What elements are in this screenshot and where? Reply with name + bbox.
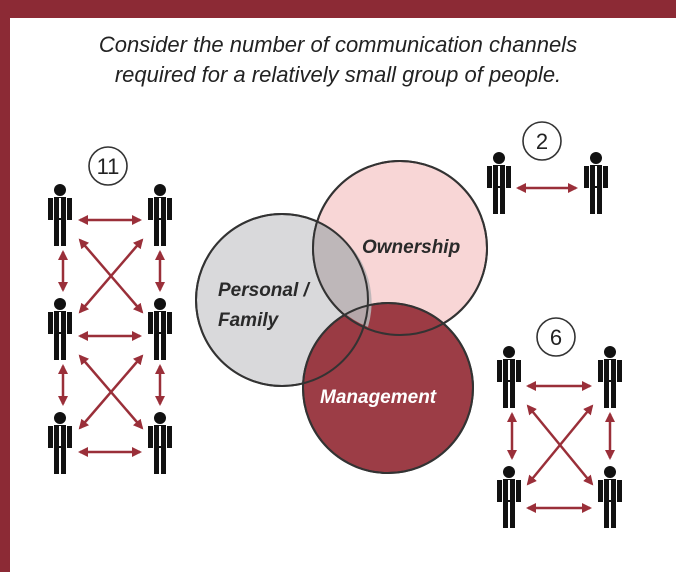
count-badge-left xyxy=(88,146,128,186)
count-badge-bottom-right xyxy=(536,317,576,357)
group-bottom-right: 6 xyxy=(497,317,622,528)
person-icon xyxy=(487,152,511,214)
group-top-right: 2 xyxy=(487,121,608,214)
double-arrow-icon xyxy=(78,238,144,314)
person-icon xyxy=(584,152,608,214)
venn-label-personal-1: Personal / xyxy=(218,280,311,301)
person-icon xyxy=(148,298,172,360)
person-icon xyxy=(48,298,72,360)
count-top-right-label: 2 xyxy=(536,129,548,154)
double-arrow-icon xyxy=(78,354,144,430)
count-bottom-right-label: 6 xyxy=(550,325,562,350)
person-icon xyxy=(598,346,622,408)
venn-label-personal-2: Family xyxy=(218,310,280,331)
caption: Consider the number of communication cha… xyxy=(60,30,616,90)
count-badge-top-right xyxy=(522,121,562,161)
person-icon xyxy=(48,184,72,246)
caption-line-2: required for a relatively small group of… xyxy=(114,62,562,87)
person-icon xyxy=(497,346,521,408)
person-icon xyxy=(598,466,622,528)
frame-left-border xyxy=(0,0,10,572)
frame-top-border xyxy=(0,0,676,18)
caption-line-1: Consider the number of communication cha… xyxy=(98,32,578,57)
venn-personal-ownership-overlap xyxy=(312,222,372,327)
group-left: 11 xyxy=(48,146,172,474)
venn-label-ownership: Ownership xyxy=(362,237,460,258)
double-arrow-icon xyxy=(526,404,594,486)
person-icon xyxy=(48,412,72,474)
venn-label-management: Management xyxy=(320,387,437,408)
count-left-label: 11 xyxy=(97,154,120,179)
venn-diagram: Personal / Family Ownership Management xyxy=(195,160,488,474)
person-icon xyxy=(148,412,172,474)
person-icon xyxy=(148,184,172,246)
person-icon xyxy=(497,466,521,528)
